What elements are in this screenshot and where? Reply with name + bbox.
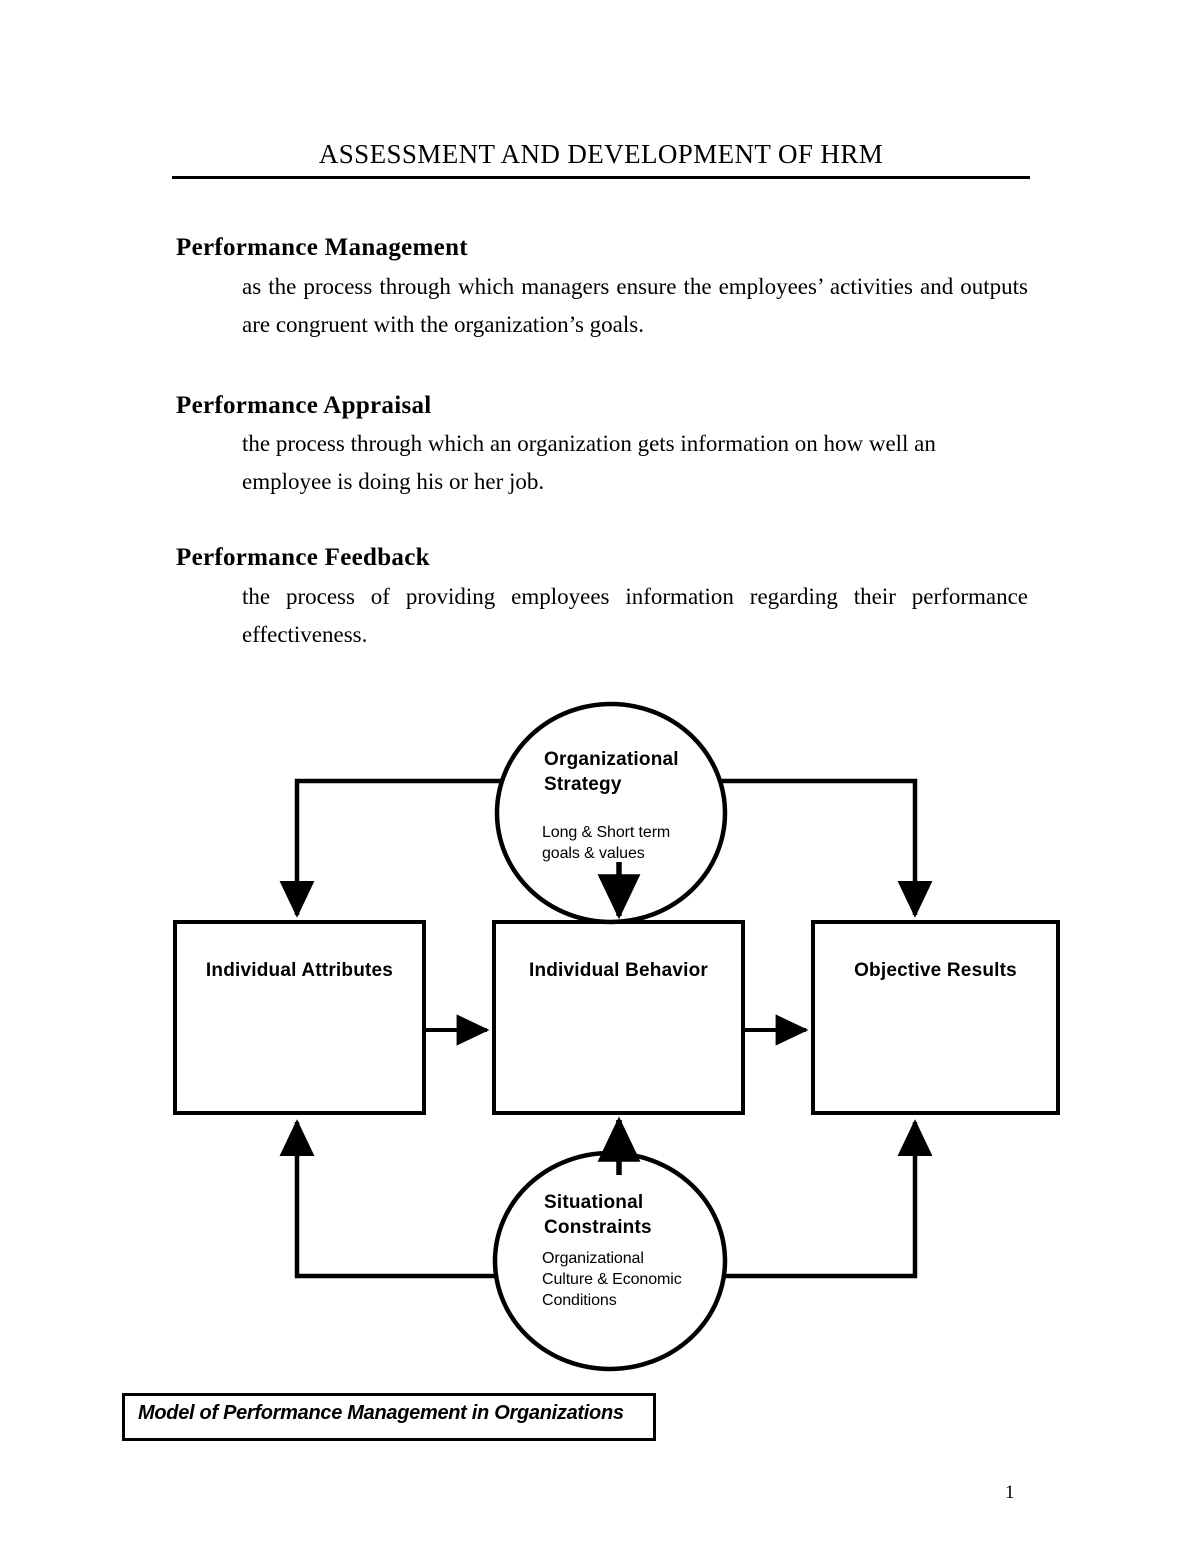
circle-strategy-title-line2: Strategy bbox=[544, 774, 622, 795]
circle-strategy-sub-line2: goals & values bbox=[542, 845, 645, 862]
circle-constraints-sub-line3: Conditions bbox=[542, 1292, 617, 1309]
definition-performance-appraisal: the process through which an organizatio… bbox=[242, 431, 936, 494]
header-divider-rule bbox=[172, 176, 1030, 179]
circle-strategy-subtext: Long & Short term goals & values bbox=[542, 822, 670, 864]
circle-constraints-sub-line2: Culture & Economic bbox=[542, 1271, 682, 1288]
circle-constraints-title: Situational Constraints bbox=[544, 1190, 652, 1240]
circle-constraints-title-line2: Constraints bbox=[544, 1217, 652, 1238]
circle-strategy-title: Organizational Strategy bbox=[544, 747, 679, 797]
term-performance-appraisal: Performance Appraisal bbox=[176, 392, 432, 419]
circle-organizational-strategy bbox=[494, 701, 728, 925]
box-objective-results bbox=[811, 920, 1060, 1115]
connector-strategy-to-individual-attributes bbox=[279, 778, 556, 918]
circle-strategy-title-line1: Organizational bbox=[544, 749, 679, 770]
connector-constraints-to-individual-attributes bbox=[279, 1119, 560, 1279]
definition-performance-management: as the process through which managers en… bbox=[242, 274, 1028, 337]
box-label-individual-attributes: Individual Attributes bbox=[205, 960, 394, 981]
circle-strategy-sub-line1: Long & Short term bbox=[542, 824, 671, 841]
circle-constraints-subtext: Organizational Culture & Economic Condit… bbox=[542, 1248, 682, 1311]
figure-caption-box bbox=[122, 1393, 656, 1441]
box-individual-attributes bbox=[173, 920, 426, 1115]
connector-constraints-to-objective-results bbox=[664, 1119, 933, 1279]
term-performance-management: Performance Management bbox=[176, 234, 468, 261]
figure-caption-text: Model of Performance Management in Organ… bbox=[138, 1402, 624, 1424]
connector-strategy-to-objective-results bbox=[668, 778, 933, 918]
definition-performance-feedback: the process of providing employees infor… bbox=[242, 584, 1028, 647]
box-individual-behavior bbox=[492, 920, 745, 1115]
page-header-title: ASSESSMENT AND DEVELOPMENT OF HRM bbox=[318, 139, 884, 169]
page-number: 1 bbox=[1005, 1482, 1015, 1503]
term-performance-feedback: Performance Feedback bbox=[176, 544, 430, 571]
circle-constraints-sub-line1: Organizational bbox=[542, 1250, 644, 1267]
box-label-objective-results: Objective Results bbox=[854, 960, 1017, 981]
circle-constraints-title-line1: Situational bbox=[544, 1192, 644, 1213]
box-label-individual-behavior: Individual Behavior bbox=[528, 960, 709, 981]
